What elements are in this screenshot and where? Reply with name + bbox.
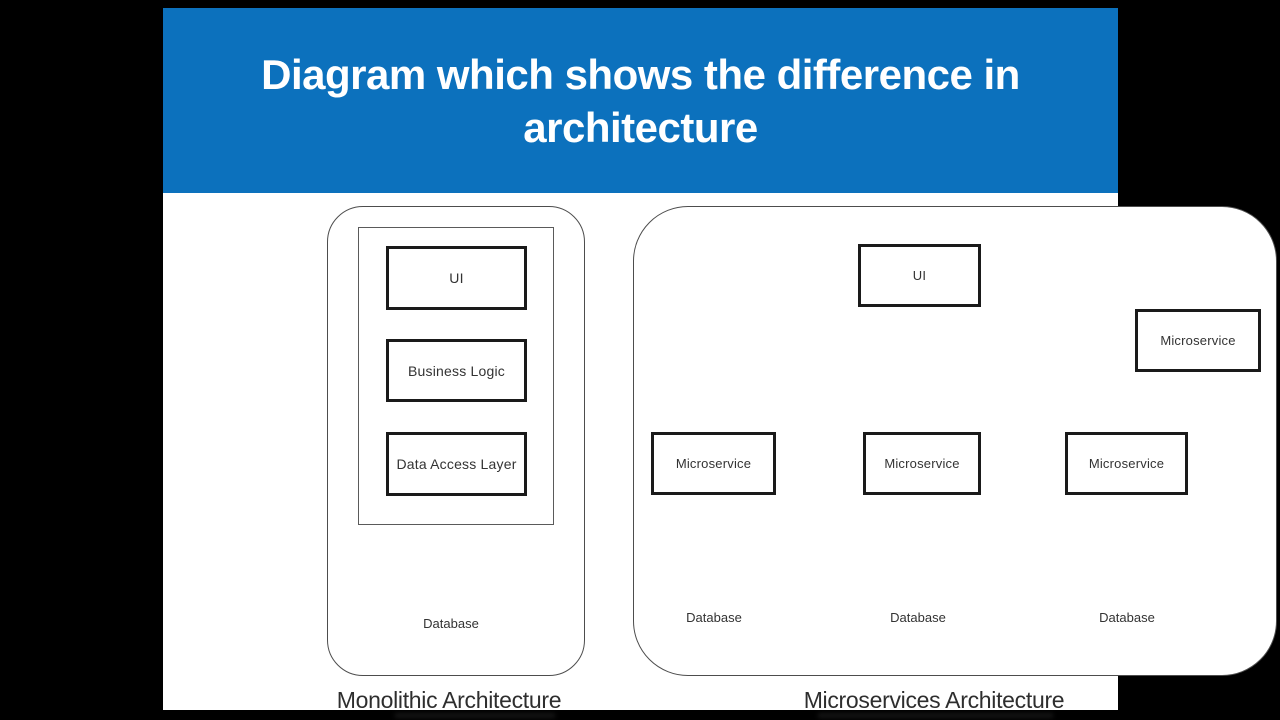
microservices-caption: Microservices Architecture xyxy=(803,687,1065,713)
monolithic-ui-box: UI xyxy=(386,246,527,310)
microservice-database-label-2: Database xyxy=(890,610,946,625)
microservice-database-label-3: Database xyxy=(1099,610,1155,625)
monolithic-business-logic-box: Business Logic xyxy=(386,339,527,402)
microservice-box-left: Microservice xyxy=(651,432,776,495)
slide-title-line-1: Diagram which shows the difference in xyxy=(261,50,1020,98)
microservices-ui-label: UI xyxy=(912,268,927,283)
ghost-text-artifact-right xyxy=(818,713,1053,718)
slide-title-line-2: architecture xyxy=(523,103,758,151)
ghost-text-artifact-left xyxy=(395,713,555,718)
slide-title: Diagram which shows the difference in ar… xyxy=(261,48,1020,154)
monolithic-caption: Monolithic Architecture xyxy=(336,687,562,713)
monolithic-data-access-label: Data Access Layer xyxy=(396,456,517,472)
microservice-middle-label: Microservice xyxy=(884,456,960,471)
microservice-box-middle: Microservice xyxy=(863,432,981,495)
microservice-database-label-1: Database xyxy=(686,610,742,625)
microservice-box-top-right: Microservice xyxy=(1135,309,1261,372)
microservice-box-right: Microservice xyxy=(1065,432,1188,495)
monolithic-business-logic-label: Business Logic xyxy=(408,362,505,379)
microservice-right-label: Microservice xyxy=(1088,456,1165,471)
monolithic-data-access-box: Data Access Layer xyxy=(386,432,527,496)
microservice-left-label: Microservice xyxy=(675,456,752,471)
slide-title-bar: Diagram which shows the difference in ar… xyxy=(163,8,1118,193)
microservices-ui-box: UI xyxy=(858,244,981,307)
monolithic-database-label: Database xyxy=(423,616,479,631)
monolithic-ui-label: UI xyxy=(449,270,464,286)
microservice-top-right-label: Microservice xyxy=(1160,333,1236,348)
